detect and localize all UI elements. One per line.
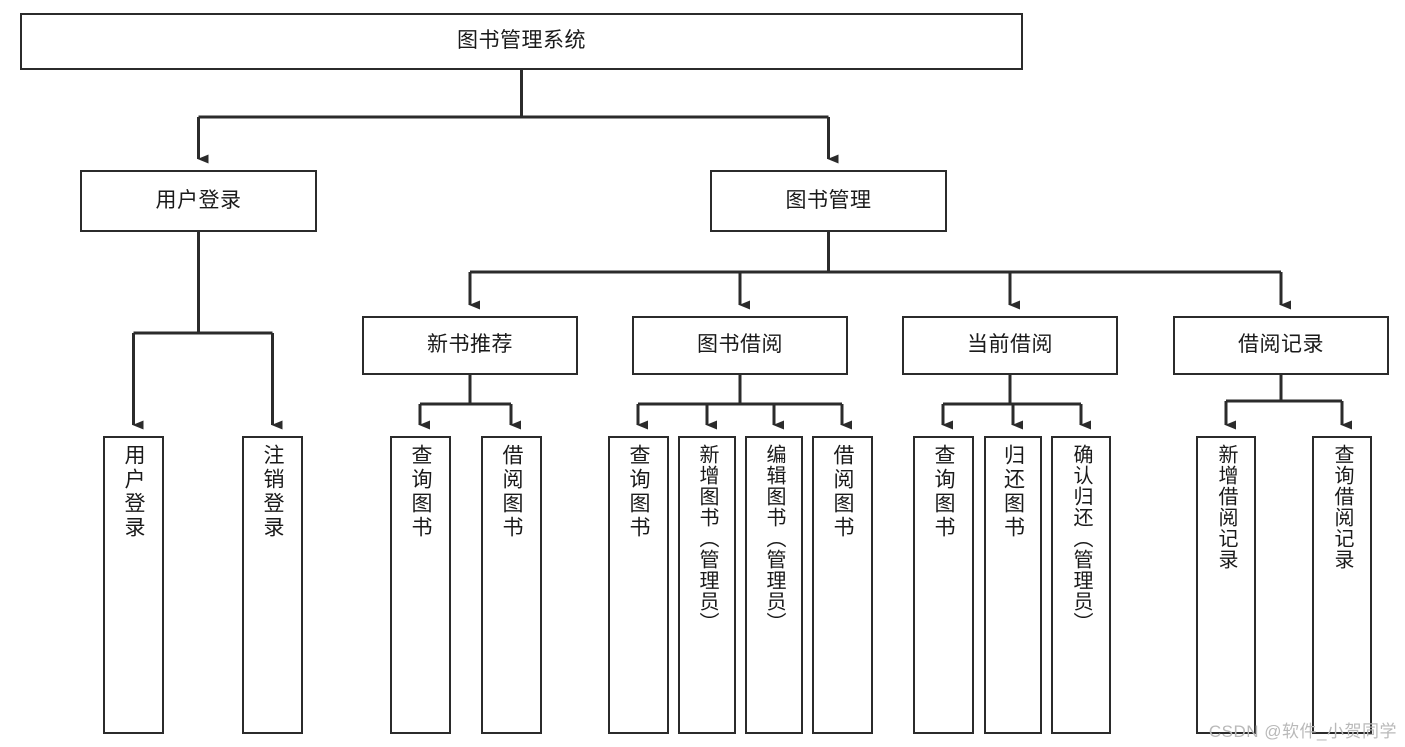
node-book-manage-label: 图书管理 xyxy=(785,188,872,212)
node-book-borrow-label: 图书借阅 xyxy=(697,333,783,357)
leaf-logout-label: 注销登录 xyxy=(261,444,284,540)
node-new-book-rec[interactable]: 新书推荐 xyxy=(362,316,578,375)
leaf-confirm-return[interactable]: 确认归还（管理员） xyxy=(1051,436,1111,734)
leaf-edit-book[interactable]: 编辑图书（管理员） xyxy=(745,436,803,734)
leaf-query-book-borrow[interactable]: 查询图书 xyxy=(608,436,669,734)
leaf-query-book-borrow-label: 查询图书 xyxy=(627,444,650,540)
node-user-login[interactable]: 用户登录 xyxy=(80,170,317,232)
csdn-watermark: CSDN @软件_小贺同学 xyxy=(1208,722,1397,741)
leaf-query-book-current-label: 查询图书 xyxy=(932,444,955,540)
leaf-user-login-label: 用户登录 xyxy=(122,444,145,540)
node-borrow-record-label: 借阅记录 xyxy=(1238,333,1324,357)
leaf-return-book[interactable]: 归还图书 xyxy=(984,436,1042,734)
leaf-user-login[interactable]: 用户登录 xyxy=(103,436,164,734)
leaf-add-book[interactable]: 新增图书（管理员） xyxy=(678,436,736,734)
node-root[interactable]: 图书管理系统 xyxy=(20,13,1023,70)
leaf-query-book-current[interactable]: 查询图书 xyxy=(913,436,974,734)
leaf-borrow-book-rec-label: 借阅图书 xyxy=(500,444,523,540)
leaf-edit-book-label: 编辑图书（管理员） xyxy=(763,444,785,633)
leaf-borrow-book[interactable]: 借阅图书 xyxy=(812,436,873,734)
leaf-add-record[interactable]: 新增借阅记录 xyxy=(1196,436,1256,734)
node-current-borrow[interactable]: 当前借阅 xyxy=(902,316,1118,375)
node-new-book-rec-label: 新书推荐 xyxy=(427,333,513,357)
node-book-manage[interactable]: 图书管理 xyxy=(710,170,947,232)
leaf-query-book-rec-label: 查询图书 xyxy=(409,444,432,540)
leaf-query-record-label: 查询借阅记录 xyxy=(1331,444,1353,570)
leaf-borrow-book-rec[interactable]: 借阅图书 xyxy=(481,436,542,734)
leaf-logout[interactable]: 注销登录 xyxy=(242,436,303,734)
node-root-label: 图书管理系统 xyxy=(457,29,586,53)
leaf-confirm-return-label: 确认归还（管理员） xyxy=(1070,444,1092,633)
leaf-return-book-label: 归还图书 xyxy=(1001,444,1025,540)
leaf-query-book-rec[interactable]: 查询图书 xyxy=(390,436,451,734)
leaf-add-record-label: 新增借阅记录 xyxy=(1215,444,1237,570)
node-user-login-label: 用户登录 xyxy=(155,188,242,212)
leaf-borrow-book-label: 借阅图书 xyxy=(831,444,854,540)
leaf-add-book-label: 新增图书（管理员） xyxy=(696,444,718,633)
node-borrow-record[interactable]: 借阅记录 xyxy=(1173,316,1389,375)
node-current-borrow-label: 当前借阅 xyxy=(967,333,1053,357)
node-book-borrow[interactable]: 图书借阅 xyxy=(632,316,848,375)
leaf-query-record[interactable]: 查询借阅记录 xyxy=(1312,436,1372,734)
